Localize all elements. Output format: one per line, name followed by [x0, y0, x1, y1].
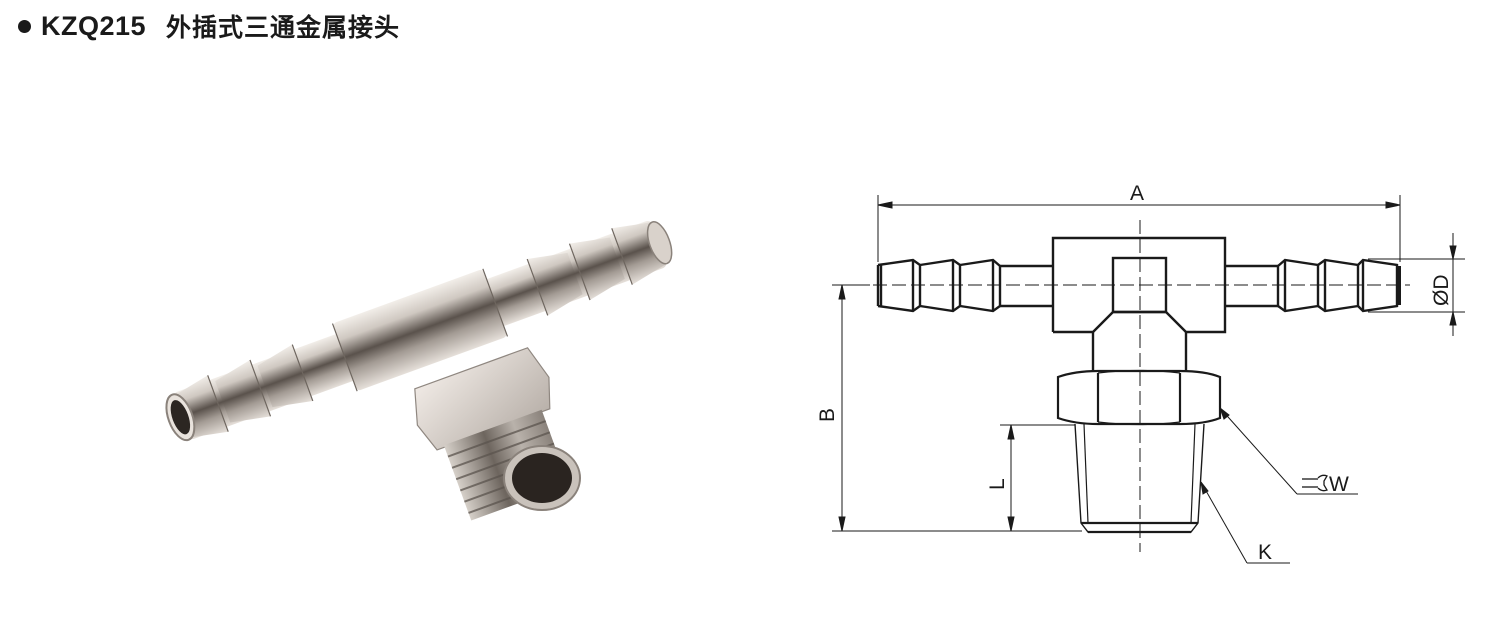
bullet-icon — [18, 19, 31, 33]
hex-nut — [1056, 369, 1222, 426]
left-barb — [876, 258, 1053, 313]
label-w: W — [1329, 473, 1349, 496]
label-b: B — [816, 408, 839, 422]
male-thread — [1074, 423, 1205, 534]
product-model: KZQ215 — [41, 10, 147, 41]
dimension-a — [877, 195, 1401, 262]
leader-w — [1218, 406, 1358, 495]
dimension-l — [1000, 424, 1075, 532]
label-k: K — [1258, 541, 1272, 564]
dimension-d — [1368, 233, 1465, 336]
dimension-b — [832, 284, 1082, 532]
wrench-icon — [1302, 474, 1328, 492]
label-d: ØD — [1430, 275, 1453, 307]
label-l: L — [986, 478, 1009, 490]
tee-fitting-photo — [165, 220, 673, 521]
tee-body — [1051, 236, 1227, 372]
product-name: 外插式三通金属接头 — [166, 13, 401, 42]
leader-k — [1200, 481, 1290, 564]
right-barb — [1225, 258, 1401, 313]
page-title: KZQ215 外插式三通金属接头 — [18, 6, 400, 46]
label-a: A — [1130, 182, 1144, 205]
